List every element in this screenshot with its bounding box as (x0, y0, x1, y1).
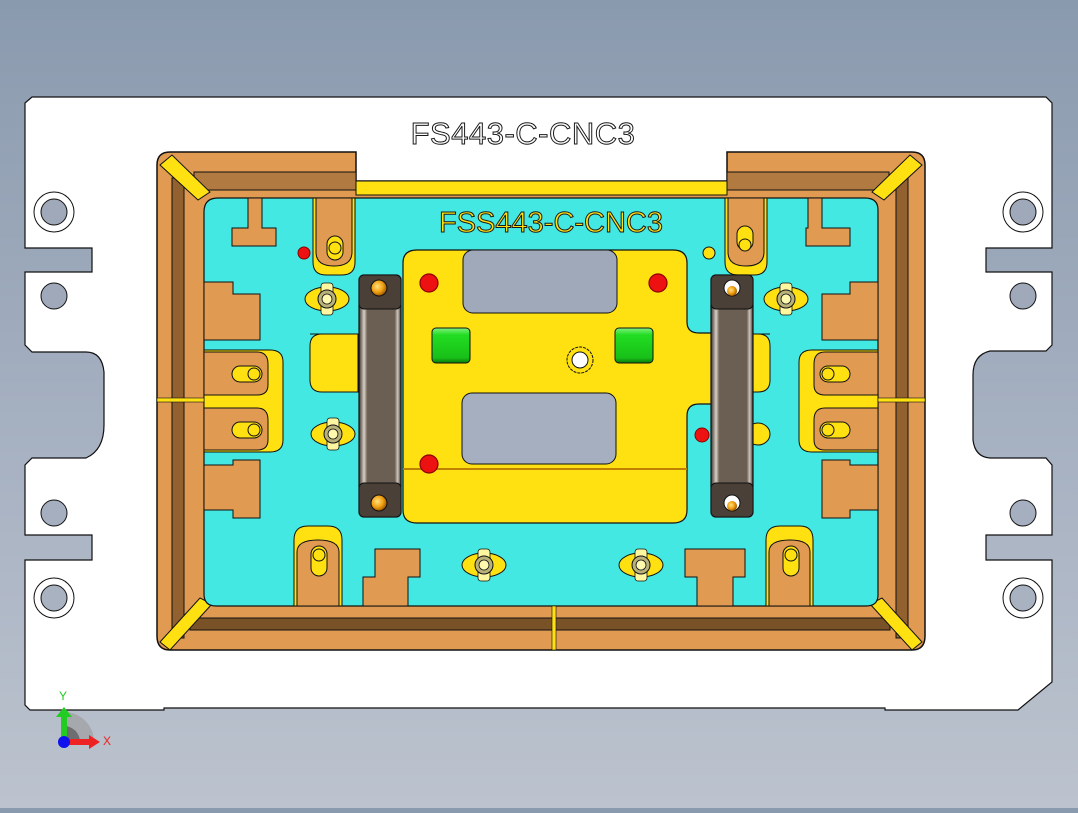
locator-pad-right (614, 327, 654, 364)
wing-nut (618, 548, 664, 582)
locator-pad-left (431, 327, 471, 364)
mounting-hole-tl (33, 191, 75, 233)
axis-triad: Y X (56, 689, 111, 749)
clamp-bar-left[interactable] (358, 274, 402, 518)
wing-nut (310, 417, 356, 451)
slot-clamp-tl (312, 197, 356, 276)
slot-clamp-bl (293, 525, 343, 607)
fixture-plate-label: FSS443-C-CNC3 (439, 207, 663, 239)
base-plate-label: FS443-C-CNC3 (411, 116, 636, 151)
mounting-hole-bl (33, 577, 75, 619)
slot-clamp-tr (724, 197, 768, 276)
mounting-hole-r1 (1009, 282, 1037, 310)
center-bore (566, 346, 594, 374)
dowel-pins (297, 246, 710, 474)
pocket-top (462, 249, 618, 314)
y-axis-arrow (61, 715, 67, 742)
x-axis-arrow (64, 739, 90, 745)
wing-nut (461, 548, 507, 582)
x-axis-label: X (103, 734, 111, 748)
mounting-hole-br (1002, 577, 1044, 619)
pocket-bottom (461, 392, 617, 465)
mounting-hole-l2 (40, 499, 68, 527)
red-pin (419, 273, 439, 293)
side-clamp-left (203, 349, 284, 453)
red-pin (297, 246, 311, 260)
center-plate[interactable] (402, 249, 753, 524)
red-pin (419, 454, 439, 474)
clamp-bar-right[interactable] (710, 274, 754, 518)
mounting-hole-tr (1002, 191, 1044, 233)
y-axis-label: Y (59, 689, 67, 703)
red-pin (648, 273, 668, 293)
mounting-hole-l1 (40, 282, 68, 310)
wing-nut (763, 282, 809, 316)
side-clamp-right (798, 349, 879, 453)
wing-nuts (304, 282, 809, 582)
mounting-hole-r2 (1009, 499, 1037, 527)
slot-clamp-br (765, 525, 814, 607)
red-pin (694, 427, 710, 443)
wing-nut (304, 282, 350, 316)
origin-icon (58, 736, 70, 748)
